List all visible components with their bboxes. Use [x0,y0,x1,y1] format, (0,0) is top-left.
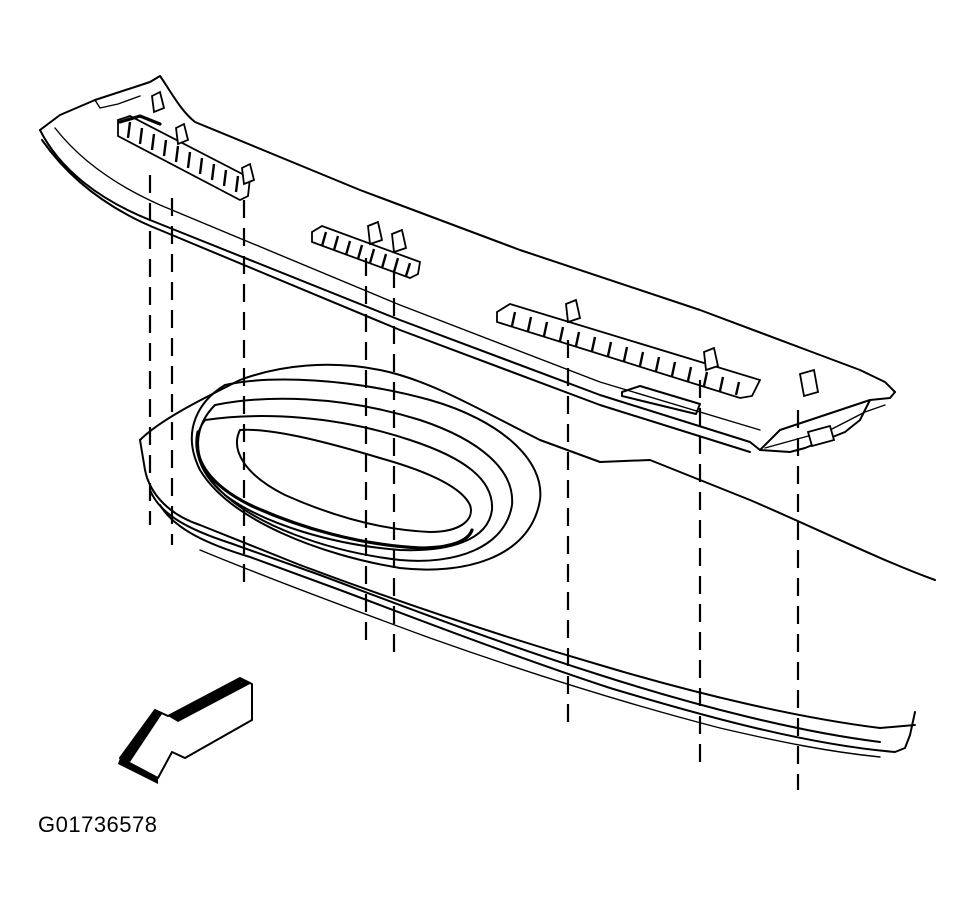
defroster-grille-left [117,90,256,202]
retaining-clip-9 [806,424,836,448]
retaining-clip-6 [565,298,582,324]
retaining-clip-1 [151,90,166,114]
defroster-grille-center [311,220,422,279]
defroster-grille-panel [39,75,896,453]
retaining-clip-3 [241,162,256,186]
instrument-panel [139,363,936,758]
retaining-clip-5 [391,228,408,254]
front-direction-arrow [118,677,253,784]
retaining-clip-2 [175,122,190,146]
retaining-clip-7 [703,346,720,372]
retaining-clip-4 [367,220,384,246]
figure-id-label: G01736578 [38,812,158,837]
defroster-grille-right [496,298,836,448]
retaining-clip-8 [798,368,820,398]
